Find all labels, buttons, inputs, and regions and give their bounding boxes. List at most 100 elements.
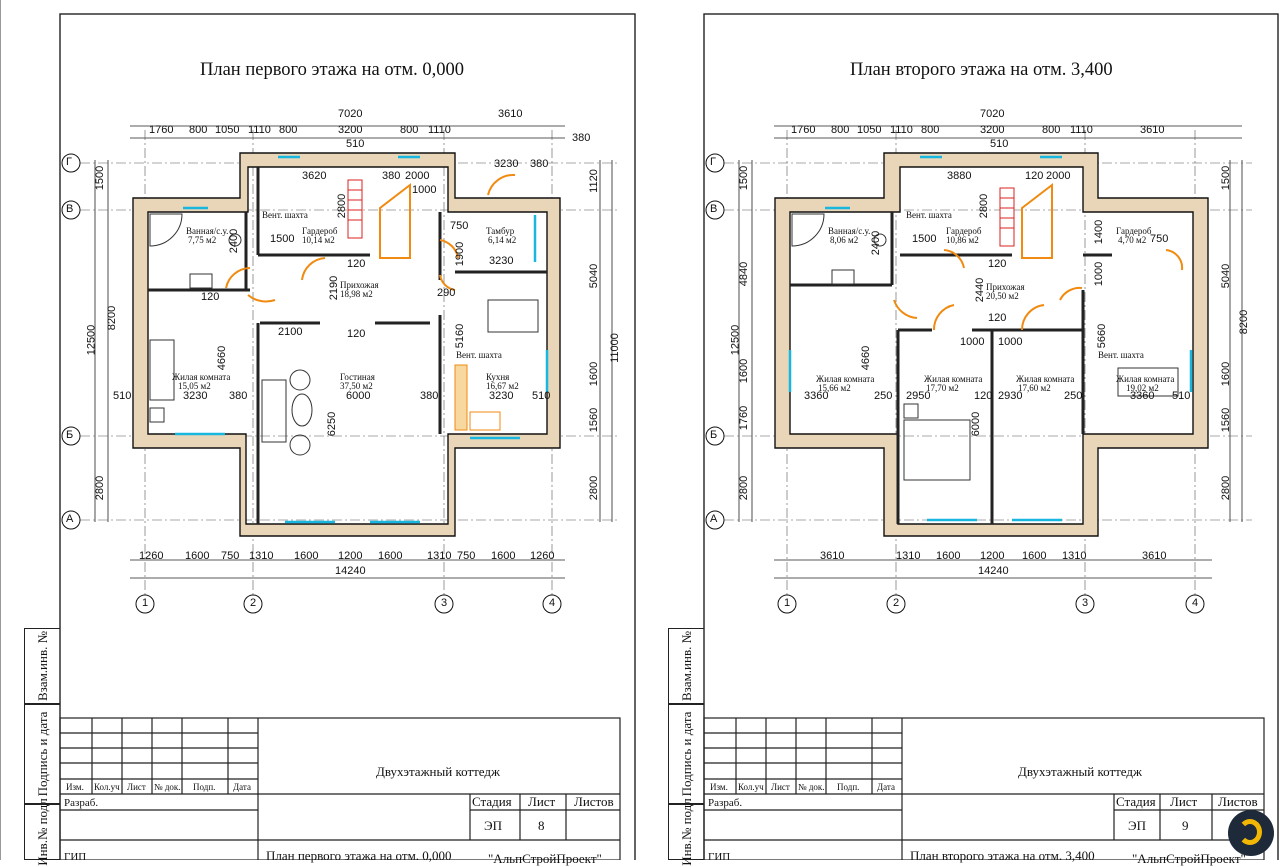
stamp-inv: Взам.инв. № xyxy=(668,628,704,704)
dim: 4660 xyxy=(216,345,229,371)
axis-label-4: 4 xyxy=(549,597,556,609)
axis-label-g: Г xyxy=(66,156,72,168)
room-area: 15,66 м2 xyxy=(818,383,851,393)
plan-drawing-2 xyxy=(703,13,1279,860)
tb-developer: Разраб. xyxy=(64,797,99,809)
vent-label: Вент. шахта xyxy=(456,350,502,360)
tb-col: Лист xyxy=(771,782,790,792)
axis-label-v: В xyxy=(66,203,74,215)
dim-top: 1110 xyxy=(890,124,913,136)
dim-right: 5040 xyxy=(588,263,601,289)
dim-top: 1050 xyxy=(215,124,240,136)
dim-right: 5040 xyxy=(1220,263,1233,289)
dim: 120 xyxy=(988,312,1007,324)
dim: 510 xyxy=(1172,390,1191,402)
dim: 1500 xyxy=(270,233,295,245)
dim-bottom: 1600 xyxy=(185,550,210,562)
dim: 120 xyxy=(347,328,366,340)
dim-right: 11000 xyxy=(608,333,621,363)
dim-left: 8200 xyxy=(106,305,119,331)
tb-sheets-label: Листов xyxy=(1218,794,1258,809)
tb-col: Лист xyxy=(127,782,146,792)
dim-top: 3200 xyxy=(338,124,363,136)
room-area: 8,06 м2 xyxy=(830,235,859,245)
dim: 510 xyxy=(990,138,1009,150)
dim: 2440 xyxy=(974,277,987,303)
dim-bottom: 1310 xyxy=(896,550,921,562)
room-name: Жилая комната xyxy=(1016,374,1075,384)
room-area: 10,14 м2 xyxy=(302,235,335,245)
dim-right: 8200 xyxy=(1238,309,1251,335)
tb-gip: ГИП xyxy=(64,851,87,863)
dim-right: 1560 xyxy=(1220,407,1233,433)
axis-label-1: 1 xyxy=(142,597,149,609)
dim-bottom: 1600 xyxy=(1022,550,1047,562)
stamp-orig: Инв.№ подл xyxy=(668,798,704,866)
stairs xyxy=(999,187,1015,247)
dim: 2800 xyxy=(978,193,991,219)
dim-overall: 14240 xyxy=(978,565,1009,577)
dim: 120 xyxy=(974,390,993,402)
frame xyxy=(0,0,636,860)
dim: 1000 xyxy=(1093,261,1106,287)
dim: 3360 xyxy=(1130,390,1155,402)
tb-drawing-name: План первого этажа на отм. 0,000 xyxy=(266,848,452,863)
vent-label: Вент. шахта xyxy=(1098,350,1144,360)
dim: 1900 xyxy=(454,241,467,267)
room-area: 6,14 м2 xyxy=(488,235,517,245)
room-area: 16,67 м2 xyxy=(486,381,519,391)
room-name: Гардероб xyxy=(1116,226,1152,236)
dim: 3360 xyxy=(804,390,829,402)
dim: 2000 xyxy=(1046,170,1071,182)
room-area: 4,70 м2 xyxy=(1118,235,1147,245)
sheet-first-floor: План первого этажа на отм. 0,000 Г В Б А… xyxy=(0,0,640,866)
dim: 2190 xyxy=(328,275,341,301)
dim-top: 800 xyxy=(921,124,940,136)
room-name: Гостиная xyxy=(340,372,375,382)
room-name: Прихожая xyxy=(986,282,1025,292)
dim-top: 800 xyxy=(400,124,419,136)
plan-drawing-1 xyxy=(0,0,636,860)
dim: 1000 xyxy=(412,184,437,196)
dim-bottom: 3610 xyxy=(820,550,845,562)
stamp-inv: Взам.инв. № xyxy=(24,628,60,704)
tb-col: Кол.уч xyxy=(738,782,764,792)
dim: 1500 xyxy=(912,233,937,245)
dim-right: 1120 xyxy=(587,169,600,193)
tb-sheet-no: 9 xyxy=(1182,818,1189,833)
dim: 510 xyxy=(346,138,365,150)
interior-walls xyxy=(790,212,1112,524)
stamp-orig: Инв.№ подл xyxy=(24,798,60,866)
dim-bottom: 3610 xyxy=(1142,550,1167,562)
axis-label-4: 4 xyxy=(1192,597,1199,609)
room-name: Гардероб xyxy=(302,226,338,236)
dim-bottom: 1600 xyxy=(294,550,319,562)
dimension-lines xyxy=(738,125,1243,579)
dim-top: 1110 xyxy=(428,124,451,136)
dim: 120 xyxy=(1025,170,1044,182)
dim: 380 xyxy=(382,170,401,182)
dim: 3620 xyxy=(302,170,327,182)
dim-top-right: 3610 xyxy=(498,108,523,120)
furniture xyxy=(149,213,539,456)
stairs xyxy=(347,179,363,239)
dim-left: 1500 xyxy=(738,165,751,191)
dim: 380 xyxy=(572,132,591,144)
axis-label-a: А xyxy=(710,513,718,525)
tb-drawing-name: План второго этажа на отм. 3,400 xyxy=(910,848,1095,863)
dim-bottom: 750 xyxy=(221,550,240,562)
sheet-second-floor: План второго этажа на отм. 3,400 Г В Б А… xyxy=(642,0,1280,866)
vent-label: Вент. шахта xyxy=(906,210,952,220)
dim: 5660 xyxy=(1096,323,1109,349)
dim-left: 12500 xyxy=(729,324,742,356)
tb-col: Изм. xyxy=(710,782,728,792)
doors xyxy=(225,173,516,303)
room-area: 20,50 м2 xyxy=(986,291,1019,301)
dim: 5160 xyxy=(454,323,467,349)
app-logo-icon[interactable] xyxy=(1228,810,1274,856)
stamp-sign: Подпись и дата xyxy=(24,704,60,804)
furniture xyxy=(791,213,1179,481)
room-area: 17,70 м2 xyxy=(926,383,959,393)
dim-bottom: 1260 xyxy=(139,550,164,562)
dim: 290 xyxy=(437,287,456,299)
